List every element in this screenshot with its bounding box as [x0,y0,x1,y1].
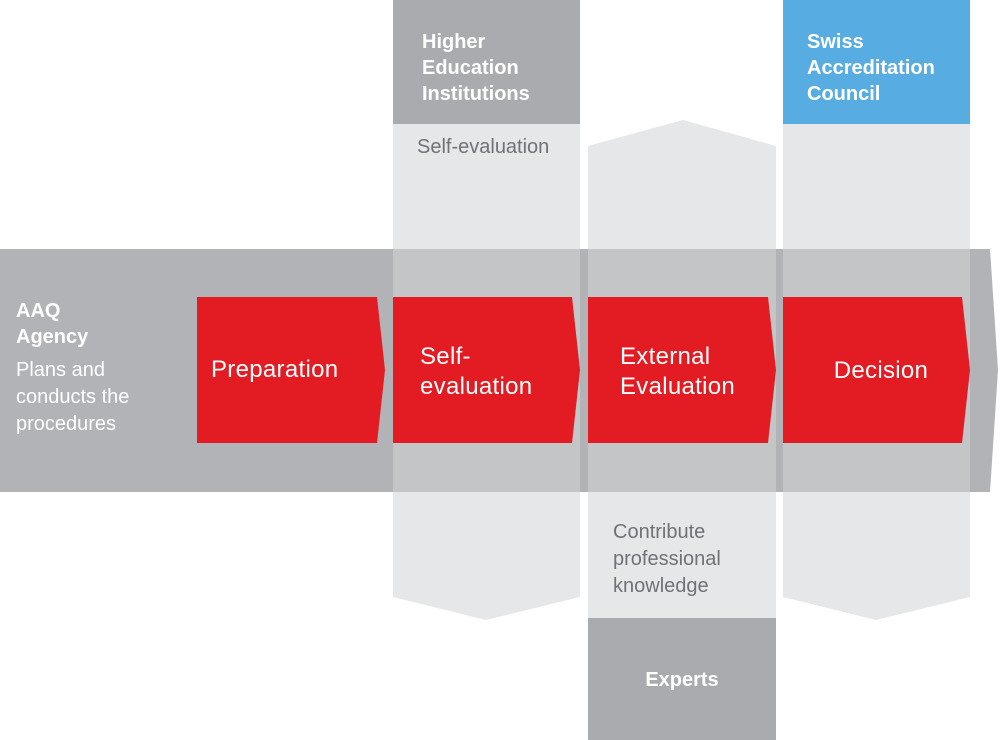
step-self-evaluation-label: Self- evaluation [420,343,533,400]
step-preparation-arrow[interactable] [197,297,385,443]
council-title: Swiss Accreditation Council [807,31,935,105]
agency-description: Plans and conducts the procedures [16,359,130,435]
council-header-box [783,0,970,124]
step-external-evaluation-arrow[interactable] [588,297,776,443]
experts-title: Experts [645,669,719,691]
experts-role: Contribute professional knowledge [613,521,721,597]
agency-title: AAQ Agency [16,300,89,348]
step-external-evaluation-label: External Evaluation [620,343,736,400]
hei-title: Higher Education Institutions [422,31,530,105]
step-decision-arrow[interactable] [783,297,970,443]
step-self-evaluation-arrow[interactable] [393,297,580,443]
experts-header-box [588,618,776,740]
step-preparation-label: Preparation [211,356,339,383]
hei-header-box [393,0,580,124]
hei-role: Self-evaluation [417,136,550,158]
step-decision-label: Decision [833,357,929,384]
